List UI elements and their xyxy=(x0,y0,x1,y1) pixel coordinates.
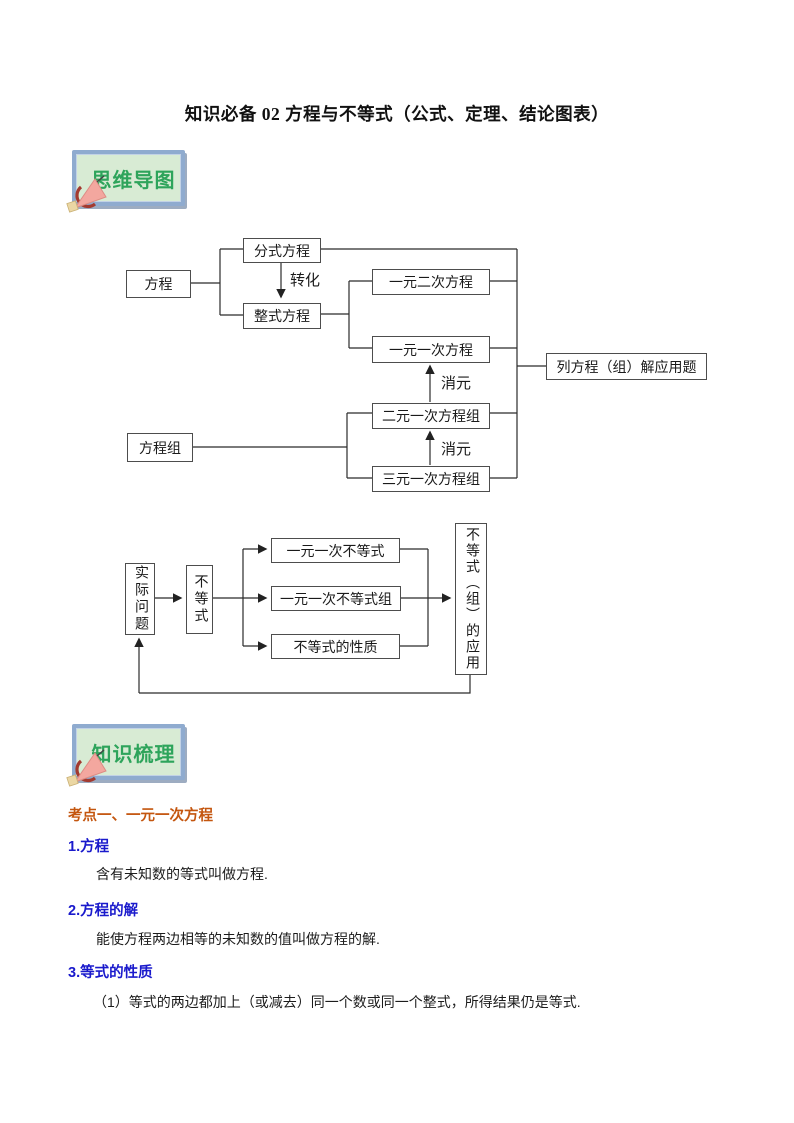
node-yiyuan-budengshi-zu: 一元一次不等式组 xyxy=(271,586,401,611)
heading-3: 3.等式的性质 xyxy=(68,965,153,981)
node-fenshi-label: 分式方程 xyxy=(254,244,310,260)
node-yingyong-label: 不等式（组）的应用 xyxy=(464,527,479,671)
node-yiyuan-yici: 一元一次方程 xyxy=(372,336,490,363)
node-fangchengzu: 方程组 xyxy=(127,433,193,462)
node-shiji-wenti-label: 实际问题 xyxy=(133,565,148,633)
node-shiji-wenti: 实际问题 xyxy=(125,563,155,635)
node-sanyuan-zu: 三元一次方程组 xyxy=(372,466,490,492)
node-fangchengzu-label: 方程组 xyxy=(139,441,181,457)
heading-2: 2.方程的解 xyxy=(68,903,139,919)
heading-1: 1.方程 xyxy=(68,839,110,855)
mindmap-banner-label: 思维导图 xyxy=(91,169,176,192)
node-zhengshi-label: 整式方程 xyxy=(254,310,310,325)
edge-label-zhuanhua: 转化 xyxy=(290,269,321,290)
knowledge-banner-label: 知识梳理 xyxy=(91,743,176,766)
node-yiyuan-erci-label: 一元二次方程 xyxy=(389,276,473,291)
node-lie-fangcheng: 列方程（组）解应用题 xyxy=(546,353,707,380)
node-yiyuan-yici-label: 一元一次方程 xyxy=(389,343,473,359)
page-title: 知识必备 02 方程与不等式（公式、定理、结论图表） xyxy=(184,104,610,124)
equation-chart-lines xyxy=(189,248,546,479)
body-1: 含有未知数的等式叫做方程. xyxy=(96,866,268,882)
edge-label-xiaoyuan-1: 消元 xyxy=(441,372,472,393)
node-zhengshi-fangcheng: 整式方程 xyxy=(243,303,321,329)
node-fangcheng-label: 方程 xyxy=(144,278,173,293)
node-budengshi-xingzhi-label: 不等式的性质 xyxy=(293,640,378,656)
edge-label-xiaoyuan-2: 消元 xyxy=(441,438,472,459)
node-fenshi-fangcheng: 分式方程 xyxy=(243,238,321,263)
body-3: （1）等式的两边都加上（或减去）同一个数或同一个整式，所得结果仍是等式. xyxy=(93,994,581,1010)
megaphone-icon xyxy=(66,749,107,787)
megaphone-icon xyxy=(66,175,107,213)
node-lie-fangcheng-label: 列方程（组）解应用题 xyxy=(556,360,697,376)
knowledge-banner: 知识梳理 xyxy=(66,724,185,787)
node-sanyuan-label: 三元一次方程组 xyxy=(382,473,480,488)
node-budengshi-label: 不等式 xyxy=(192,574,208,625)
kaodian-heading: 考点一、一元一次方程 xyxy=(68,808,213,824)
node-budengshi: 不等式 xyxy=(186,565,213,634)
node-budengshi-xingzhi: 不等式的性质 xyxy=(271,634,400,659)
node-eryuan-label: 二元一次方程组 xyxy=(382,410,480,425)
body-2: 能使方程两边相等的未知数的值叫做方程的解. xyxy=(96,931,380,947)
node-yiyuan-budengshi-zu-label: 一元一次不等式组 xyxy=(280,592,392,608)
node-yingyong: 不等式（组）的应用 xyxy=(455,523,487,675)
node-eryuan-zu: 二元一次方程组 xyxy=(372,403,490,429)
node-fangcheng: 方程 xyxy=(126,270,191,298)
mindmap-banner: 思维导图 xyxy=(66,150,185,213)
node-yiyuan-erci: 一元二次方程 xyxy=(372,269,490,295)
node-yiyuan-budengshi-label: 一元一次不等式 xyxy=(286,544,385,560)
node-yiyuan-budengshi: 一元一次不等式 xyxy=(271,538,400,563)
